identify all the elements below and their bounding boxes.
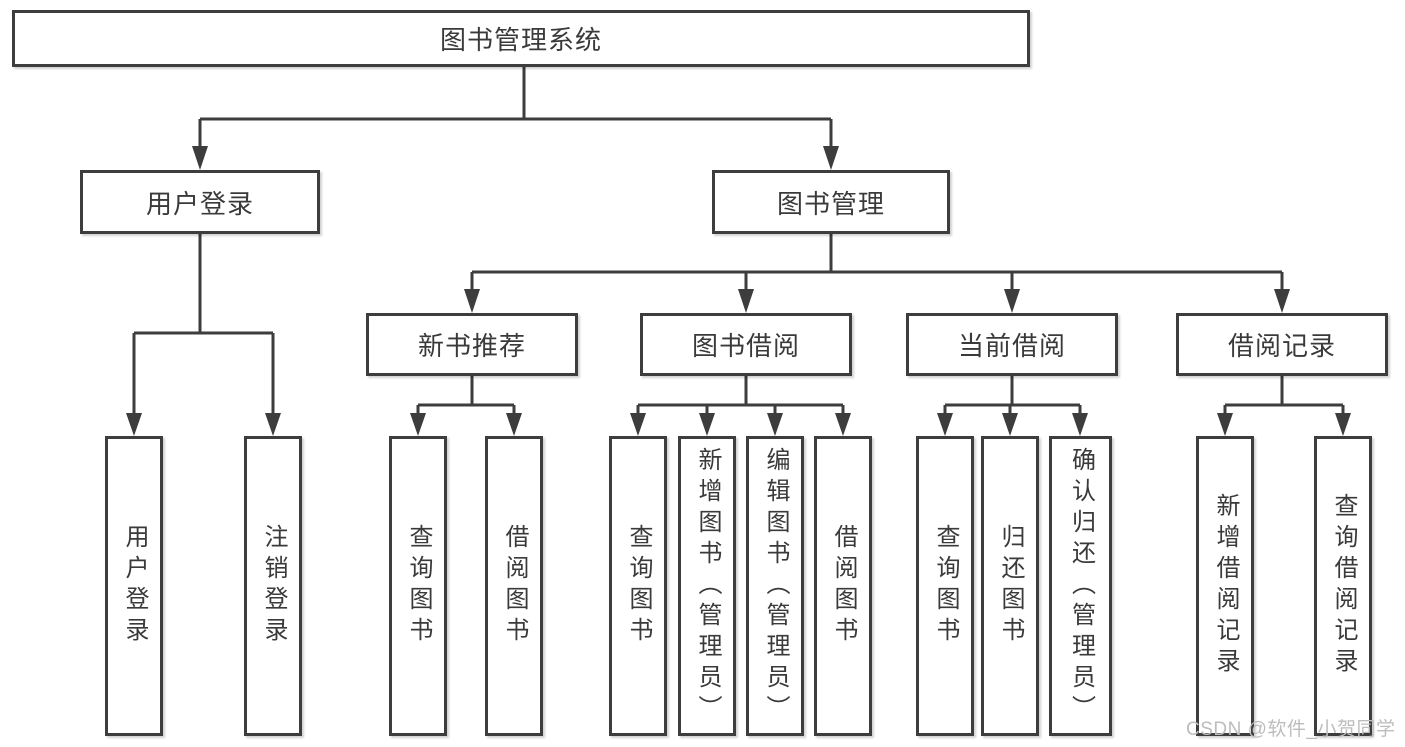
column-borrow-edit: 编辑图书（管理员） <box>746 436 804 736</box>
column-newbooks-query-label: 查询图书 <box>405 524 432 648</box>
arrowheads-user-login-branch <box>126 413 281 436</box>
column-borrow-borrow-label: 借阅图书 <box>830 524 857 648</box>
column-records-add: 新增借阅记录 <box>1196 436 1254 736</box>
arrowheads-book-mgmt-branch <box>464 289 1290 313</box>
node-user-login-label: 用户登录 <box>145 188 254 219</box>
column-borrow-borrow: 借阅图书 <box>814 436 872 736</box>
node-user-login: 用户登录 <box>80 170 320 234</box>
column-current-return-label: 归还图书 <box>997 524 1024 648</box>
column-borrow-add: 新增图书（管理员） <box>678 436 736 736</box>
node-current-borrow: 当前借阅 <box>906 313 1118 376</box>
node-book-mgmt: 图书管理 <box>712 170 950 234</box>
column-records-query-label: 查询借阅记录 <box>1330 493 1357 679</box>
column-borrow-query: 查询图书 <box>609 436 667 736</box>
column-newbooks-query: 查询图书 <box>389 436 447 736</box>
column-current-confirm: 确认归还（管理员） <box>1049 436 1112 736</box>
column-current-confirm-label: 确认归还（管理员） <box>1067 446 1095 726</box>
connector-user-login-branch <box>132 234 275 414</box>
node-root-label: 图书管理系统 <box>439 25 602 55</box>
node-book-mgmt-label: 图书管理 <box>776 188 885 219</box>
node-new-books-label: 新书推荐 <box>417 331 526 361</box>
connector-book-mgmt-branch <box>470 234 1284 290</box>
column-current-query-label: 查询图书 <box>932 524 959 648</box>
column-records-add-label: 新增借阅记录 <box>1212 493 1239 679</box>
arrowheads-level3-branches <box>410 413 1351 436</box>
connector-level3-branches <box>416 376 1345 414</box>
arrowheads-root-branch <box>192 146 839 170</box>
column-newbooks-borrow-label: 借阅图书 <box>501 524 528 648</box>
column-current-query: 查询图书 <box>916 436 974 736</box>
column-user-login: 用户登录 <box>105 436 163 736</box>
node-root: 图书管理系统 <box>12 10 1030 67</box>
column-newbooks-borrow: 借阅图书 <box>485 436 543 736</box>
csdn-watermark: CSDN @软件_小贺同学 <box>1186 719 1396 740</box>
column-logout: 注销登录 <box>244 436 302 736</box>
node-new-books: 新书推荐 <box>366 313 578 376</box>
node-book-borrow: 图书借阅 <box>640 313 852 376</box>
column-current-return: 归还图书 <box>981 436 1039 736</box>
column-borrow-query-label: 查询图书 <box>625 524 652 648</box>
node-current-borrow-label: 当前借阅 <box>957 331 1066 361</box>
node-borrow-records: 借阅记录 <box>1176 313 1388 376</box>
column-user-login-label: 用户登录 <box>121 524 148 648</box>
node-book-borrow-label: 图书借阅 <box>691 331 800 361</box>
column-borrow-add-label: 新增图书（管理员） <box>694 446 721 726</box>
column-records-query: 查询借阅记录 <box>1314 436 1372 736</box>
node-borrow-records-label: 借阅记录 <box>1227 331 1336 361</box>
column-borrow-edit-label: 编辑图书（管理员） <box>762 446 789 726</box>
connector-root-branch <box>198 67 833 147</box>
column-logout-label: 注销登录 <box>260 524 287 648</box>
